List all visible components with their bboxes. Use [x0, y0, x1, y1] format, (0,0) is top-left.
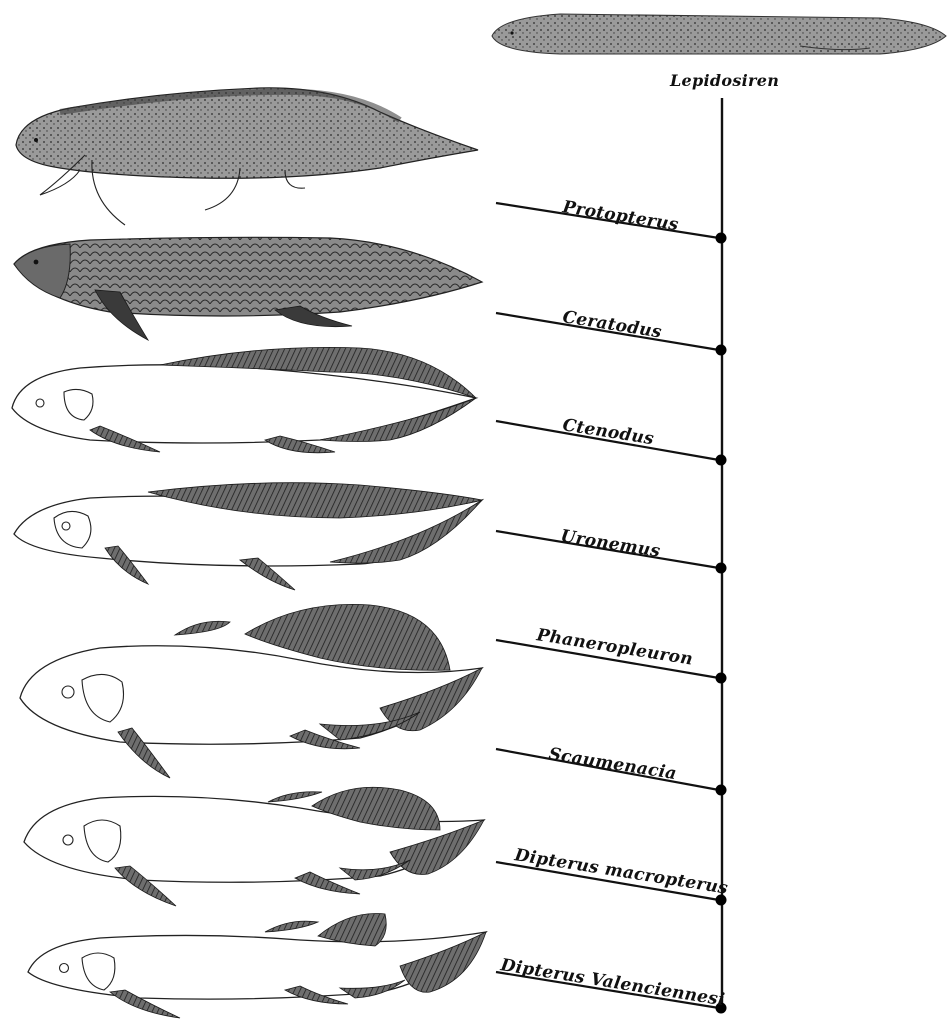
protopterus-illustration	[16, 88, 478, 225]
phaneropleuron-illustration	[20, 604, 482, 778]
node-1	[716, 233, 727, 244]
node-3	[716, 455, 727, 466]
label-dipterus-macropterus: Dipterus macropterus	[512, 845, 729, 899]
label-dipterus-valenciennesi: Dipterus Valenciennesi	[498, 955, 726, 1010]
label-uronemus: Uronemus	[559, 526, 662, 562]
label-ceratodus: Ceratodus	[561, 307, 663, 342]
node-6	[716, 785, 727, 796]
lepidosiren-illustration	[492, 14, 946, 54]
scaumenacia-illustration	[24, 787, 484, 906]
label-phaneropleuron: Phaneropleuron	[534, 625, 694, 670]
dipterus-valenciennesi-illustration	[28, 913, 486, 1018]
ctenodus-illustration	[12, 347, 476, 452]
label-lepidosiren: Lepidosiren	[669, 71, 779, 90]
uronemus-illustration	[14, 483, 482, 590]
node-2	[716, 345, 727, 356]
label-scaumenacia: Scaumenacia	[547, 744, 678, 784]
node-4	[716, 563, 727, 574]
node-5	[716, 673, 727, 684]
label-ctenodus: Ctenodus	[561, 415, 655, 449]
label-protopterus: Protopterus	[560, 197, 680, 235]
ceratodus-illustration	[14, 237, 482, 340]
